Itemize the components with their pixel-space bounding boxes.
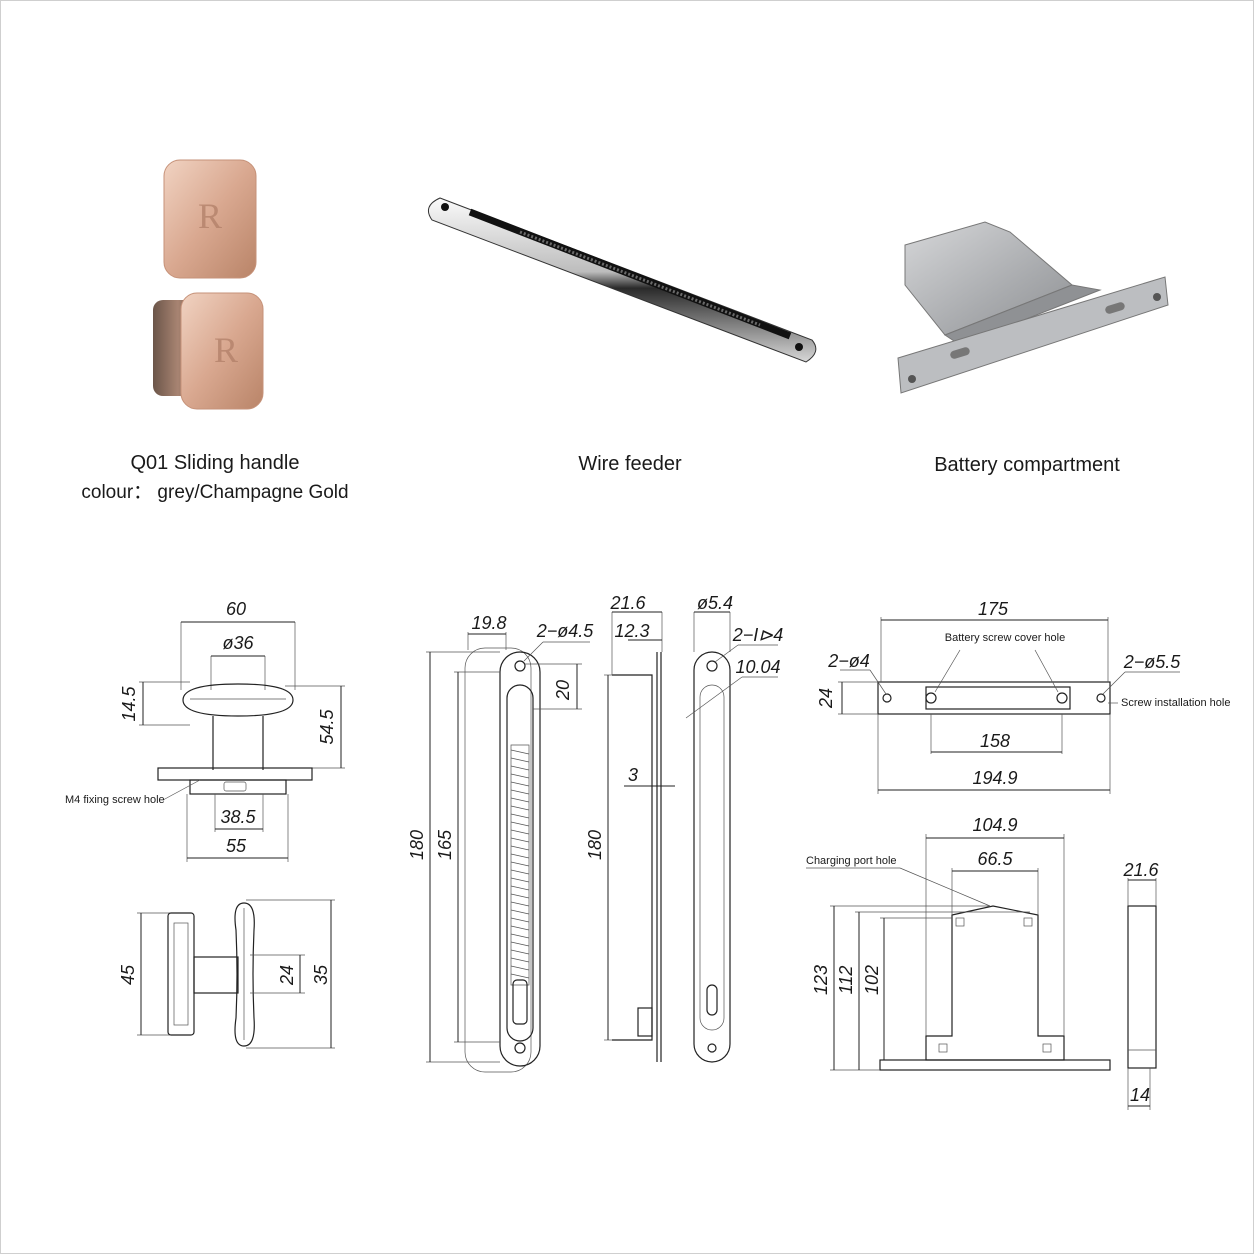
dim-battery-h2: 112 xyxy=(836,966,856,995)
caption-colour: colour： grey/Champagne Gold xyxy=(81,482,348,503)
battery-box-drawing: 104.9 66.5 Charging port hole 123 112 10… xyxy=(806,815,1111,1071)
caption-wire-feeder: Wire feeder xyxy=(578,453,682,475)
dim-feeder-slot-length: 10.04 xyxy=(735,657,780,677)
handle-back-plate xyxy=(180,292,264,410)
note-charging-port: Charging port hole xyxy=(806,855,897,867)
dim-feeder-top-offset: 20 xyxy=(553,680,573,701)
feeder-hole-right xyxy=(795,343,803,351)
dim-feeder-hole-dia: ø5.4 xyxy=(697,593,733,613)
note-m4-screw: M4 fixing screw hole xyxy=(65,794,165,806)
caption-sliding-handle: Q01 Sliding handle xyxy=(130,452,299,474)
feeder-side-drawing: 21.6 12.3 3 180 xyxy=(585,593,675,1062)
battery-side-drawing: 21.6 14 xyxy=(1122,860,1159,1110)
battery-hole-right xyxy=(1153,293,1161,301)
dim-feeder-thickness: 3 xyxy=(628,765,638,785)
dim-feeder-width: 19.8 xyxy=(471,613,506,633)
note-screw-install: Screw installation hole xyxy=(1121,697,1230,709)
dim-battery-holes-right: 2−ø5.5 xyxy=(1123,652,1182,672)
dim-handle-side-height: 45 xyxy=(118,964,138,985)
dim-battery-plate-height: 24 xyxy=(816,688,836,709)
caption-battery-compartment: Battery compartment xyxy=(934,454,1120,476)
dim-feeder-holes: 2−ø4.5 xyxy=(536,621,595,641)
sliding-handle-photo: R R xyxy=(153,159,264,410)
dim-battery-total-length: 194.9 xyxy=(972,768,1017,788)
dim-battery-inner-span: 158 xyxy=(980,731,1010,751)
handle-side-drawing: 45 24 35 xyxy=(118,899,335,1049)
dim-handle-hole-spacing: 38.5 xyxy=(220,807,256,827)
battery-hole-left xyxy=(908,375,916,383)
handle-front-drawing: 60 ø36 14.5 54.5 M4 fixing screw hole 38… xyxy=(65,599,345,862)
dim-battery-box-width: 104.9 xyxy=(972,815,1017,835)
handle-logo-bottom: R xyxy=(214,330,238,370)
dim-feeder-side-inner: 12.3 xyxy=(614,621,649,641)
handle-front-plate xyxy=(163,159,257,279)
battery-compartment-photo xyxy=(897,221,1169,394)
dim-handle-knob-dia: ø36 xyxy=(222,633,254,653)
dim-feeder-side-width: 21.6 xyxy=(609,593,646,613)
feeder-hole-left xyxy=(441,203,449,211)
dim-handle-knob-height: 14.5 xyxy=(119,686,139,722)
dim-battery-depth-small: 14 xyxy=(1130,1085,1150,1105)
dim-battery-depth: 21.6 xyxy=(1122,860,1159,880)
dim-handle-top-width: 60 xyxy=(226,599,246,619)
dim-handle-base-width: 55 xyxy=(226,836,247,856)
dim-battery-inner-width: 66.5 xyxy=(977,849,1013,869)
wire-feeder-photo xyxy=(427,197,817,363)
dim-handle-total-height: 54.5 xyxy=(317,709,337,745)
dim-feeder-side-length: 180 xyxy=(585,830,605,860)
feeder-front-drawing: 19.8 2−ø4.5 20 180 165 xyxy=(407,613,595,1073)
battery-plate-drawing: 175 Battery screw cover hole 2−ø4 2−ø5.5… xyxy=(816,599,1230,794)
dim-battery-h3: 102 xyxy=(862,965,882,995)
note-battery-cover: Battery screw cover hole xyxy=(945,632,1065,644)
dim-feeder-slot-label: 2−I⊳4 xyxy=(732,625,784,645)
dim-feeder-length-inner: 165 xyxy=(435,829,455,860)
dim-handle-grip-height: 35 xyxy=(311,964,331,985)
dim-handle-stem-height: 24 xyxy=(277,965,297,986)
dim-battery-plate-length: 175 xyxy=(978,599,1009,619)
dim-feeder-length-outer: 180 xyxy=(407,830,427,860)
dim-battery-holes-left: 2−ø4 xyxy=(827,651,870,671)
handle-logo-top: R xyxy=(198,196,222,236)
dim-battery-h1: 123 xyxy=(811,965,831,995)
feeder-cover-drawing: ø5.4 2−I⊳4 10.04 xyxy=(685,593,784,1063)
